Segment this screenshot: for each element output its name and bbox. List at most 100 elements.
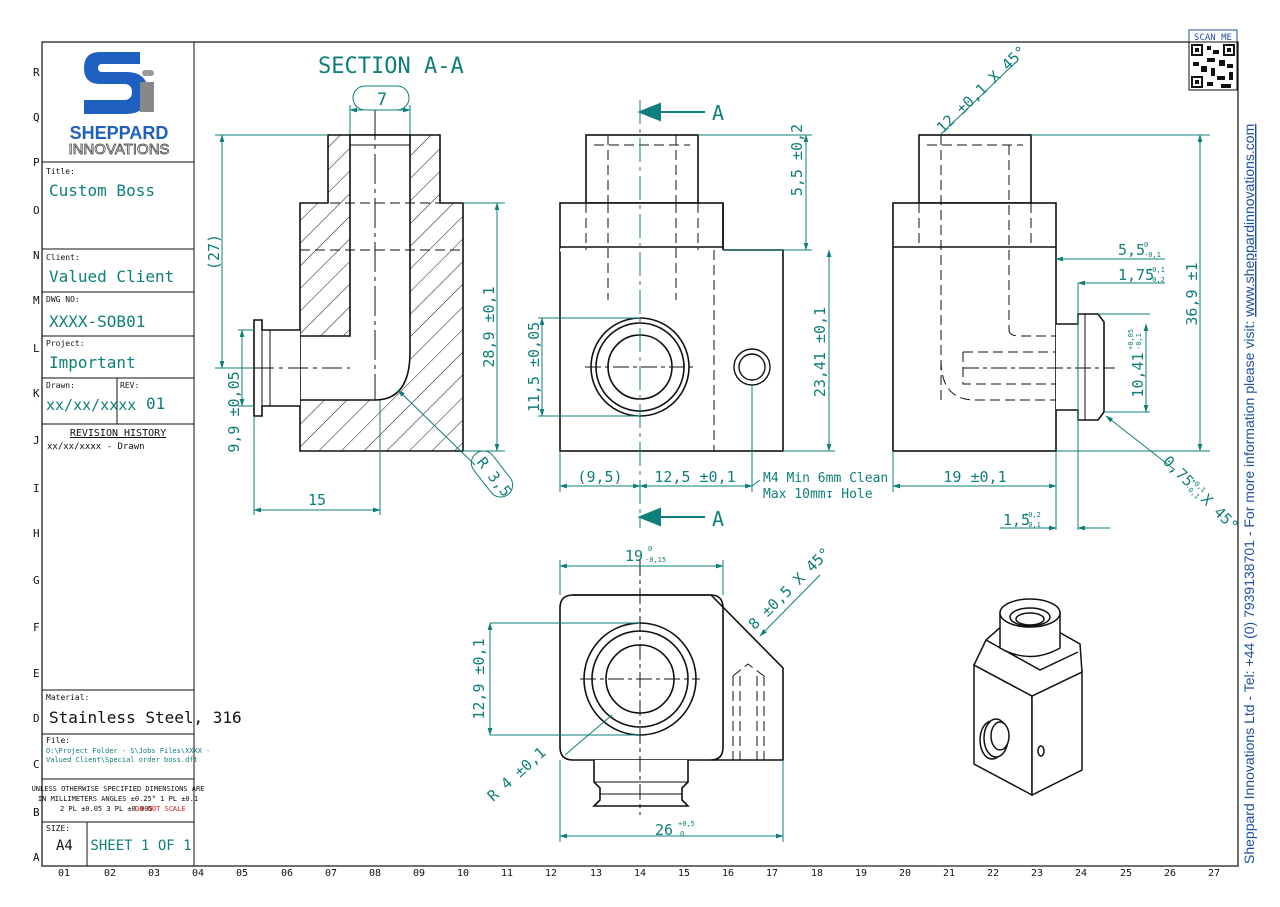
tol-15-dn: -0,1 (1024, 521, 1041, 529)
company-logo: SHEPPARD INNOVATIONS (68, 52, 170, 158)
logo-line1: SHEPPARD (70, 123, 169, 143)
row-label: D (33, 712, 40, 725)
col-label: 01 (58, 868, 70, 879)
dim-chamfer-tail: X 45° (1197, 490, 1242, 535)
size-label: SIZE: (46, 824, 70, 833)
dim-gap-15: 1,5 (1003, 511, 1030, 529)
hole-note-2: Max 10mm↧ Hole (763, 487, 873, 502)
dim-top-height: 5,5 ±0,2 (788, 124, 806, 196)
tol-15-up: +0,2 (1024, 511, 1041, 519)
col-label: 23 (1031, 868, 1043, 879)
col-label: 24 (1075, 868, 1087, 879)
material-label: Material: (46, 693, 89, 702)
col-label: 09 (413, 868, 425, 879)
dim-depth-175: 1,75 (1118, 266, 1154, 284)
col-label: 12 (545, 868, 557, 879)
svg-text:Sheppard Innovations Ltd - Tel: Sheppard Innovations Ltd - Tel: +44 (0) … (1241, 124, 1257, 864)
row-label: H (33, 527, 40, 540)
dim-width-26: 26 (655, 821, 673, 839)
drawing-title: Custom Boss (49, 181, 155, 200)
contact-text: Sheppard Innovations Ltd - Tel: +44 (0) … (1241, 317, 1257, 864)
client-value: Valued Client (49, 267, 174, 286)
row-label: E (33, 667, 40, 680)
notes-line-1: UNLESS OTHERWISE SPECIFIED DIMENSIONS AR… (32, 785, 205, 793)
col-label: 06 (281, 868, 293, 879)
dwg-label: DWG NO: (46, 295, 80, 304)
col-label: 27 (1208, 868, 1220, 879)
col-label: 19 (855, 868, 867, 879)
col-label: 14 (634, 868, 646, 879)
revision-history-label: REVISION HISTORY (70, 428, 166, 439)
dim-chamfer-top: 12 ±0,1 X 45° (933, 42, 1030, 137)
contact-strip: Sheppard Innovations Ltd - Tel: +44 (0) … (1241, 124, 1257, 864)
tol-19-up: 0 (648, 545, 652, 553)
dim-bore-dia: 11,5 ±0,05 (525, 322, 543, 412)
dim-total-height: 36,9 ±1 (1183, 262, 1201, 325)
revision-entry: xx/xx/xxxx - Drawn (47, 442, 145, 452)
row-label: P (33, 156, 40, 169)
row-label: G (33, 574, 40, 587)
dim-height-main: 28,9 ±0,1 (480, 286, 498, 367)
dwg-number: XXXX-SOB01 (49, 312, 145, 331)
front-view: A A 5,5 ±0,2 23,41 ±0,1 11,5 ±0,05 (9,5)… (525, 100, 888, 531)
qr-label: SCAN ME (1194, 33, 1232, 43)
qr-code[interactable]: SCAN ME (1188, 29, 1238, 91)
col-label: 03 (148, 868, 160, 879)
col-label: 18 (811, 868, 823, 879)
drawn-date: xx/xx/xxxx (46, 396, 136, 414)
col-label: 08 (369, 868, 381, 879)
section-marker-bottom: A (712, 507, 724, 531)
row-label: N (33, 249, 40, 262)
project-label: Project: (46, 339, 85, 348)
title-block: SHEPPARD INNOVATIONS Title: Custom Boss … (32, 41, 242, 867)
row-label: O (33, 204, 40, 217)
file-path-2: Valued Client\Special order boss.dft (46, 756, 198, 764)
row-label: Q (33, 111, 40, 124)
tol-55-dn: -0,1 (1144, 251, 1161, 259)
col-label: 25 (1120, 868, 1132, 879)
hole-note-1: M4 Min 6mm Clean (763, 471, 888, 486)
column-labels: 01 02 03 04 05 06 07 08 09 10 11 12 13 1… (58, 868, 1220, 879)
file-path-1: O:\Project Folder - S\Jobs Files\XXXX - (46, 747, 210, 755)
col-label: 15 (678, 868, 690, 879)
col-label: 10 (457, 868, 469, 879)
dim-dia-129: 12,9 ±0,1 (470, 638, 488, 719)
sheet-size: A4 (56, 838, 73, 854)
rev-label: REV: (120, 381, 139, 390)
col-label: 05 (236, 868, 248, 879)
row-label: A (33, 851, 40, 864)
title-label: Title: (46, 167, 75, 176)
col-label: 02 (104, 868, 116, 879)
isometric-view (973, 598, 1083, 797)
section-marker-top: A (712, 101, 724, 125)
dim-spigot-len: 15 (308, 491, 326, 509)
website-link[interactable]: www.sheppardinnovations.com (1241, 124, 1257, 318)
material-value: Stainless Steel, 316 (49, 708, 242, 727)
col-label: 04 (192, 868, 204, 879)
dim-left-ref: (9,5) (577, 468, 622, 486)
dim-spigot-dia2: 10,41 (1129, 352, 1147, 397)
project-value: Important (49, 353, 136, 372)
row-label: I (33, 482, 40, 495)
dim-chamfer-side: 0,75 (1159, 452, 1197, 490)
dim-top-width: 19 (625, 547, 643, 565)
tol-1041-dn: -0,1 (1135, 333, 1143, 350)
dim-depth-55: 5,5 (1118, 241, 1145, 259)
tol-26-up: +0,5 (678, 820, 695, 828)
section-view: SECTION A-A 7 (205, 54, 515, 515)
col-label: 17 (766, 868, 778, 879)
top-view: 19 0 -0,15 8 ±0,5 X 45° 12,9 ±0,1 R 4 ±0… (470, 544, 834, 842)
file-label: File: (46, 736, 70, 745)
row-label: L (33, 342, 40, 355)
dim-hole-pos: 12,5 ±0,1 (654, 468, 735, 486)
notes-line-3: 2 PL ±0.05 3 PL ±0.005 (60, 805, 153, 813)
client-label: Client: (46, 253, 80, 262)
col-label: 11 (501, 868, 513, 879)
row-label: K (33, 387, 40, 400)
dim-spigot-dia: 9,9 ±0,05 (225, 371, 243, 452)
revision-number: 01 (146, 394, 165, 413)
col-label: 07 (325, 868, 337, 879)
dim-width-19: 19 ±0,1 (943, 468, 1006, 486)
dim-bore: 7 (377, 90, 387, 110)
